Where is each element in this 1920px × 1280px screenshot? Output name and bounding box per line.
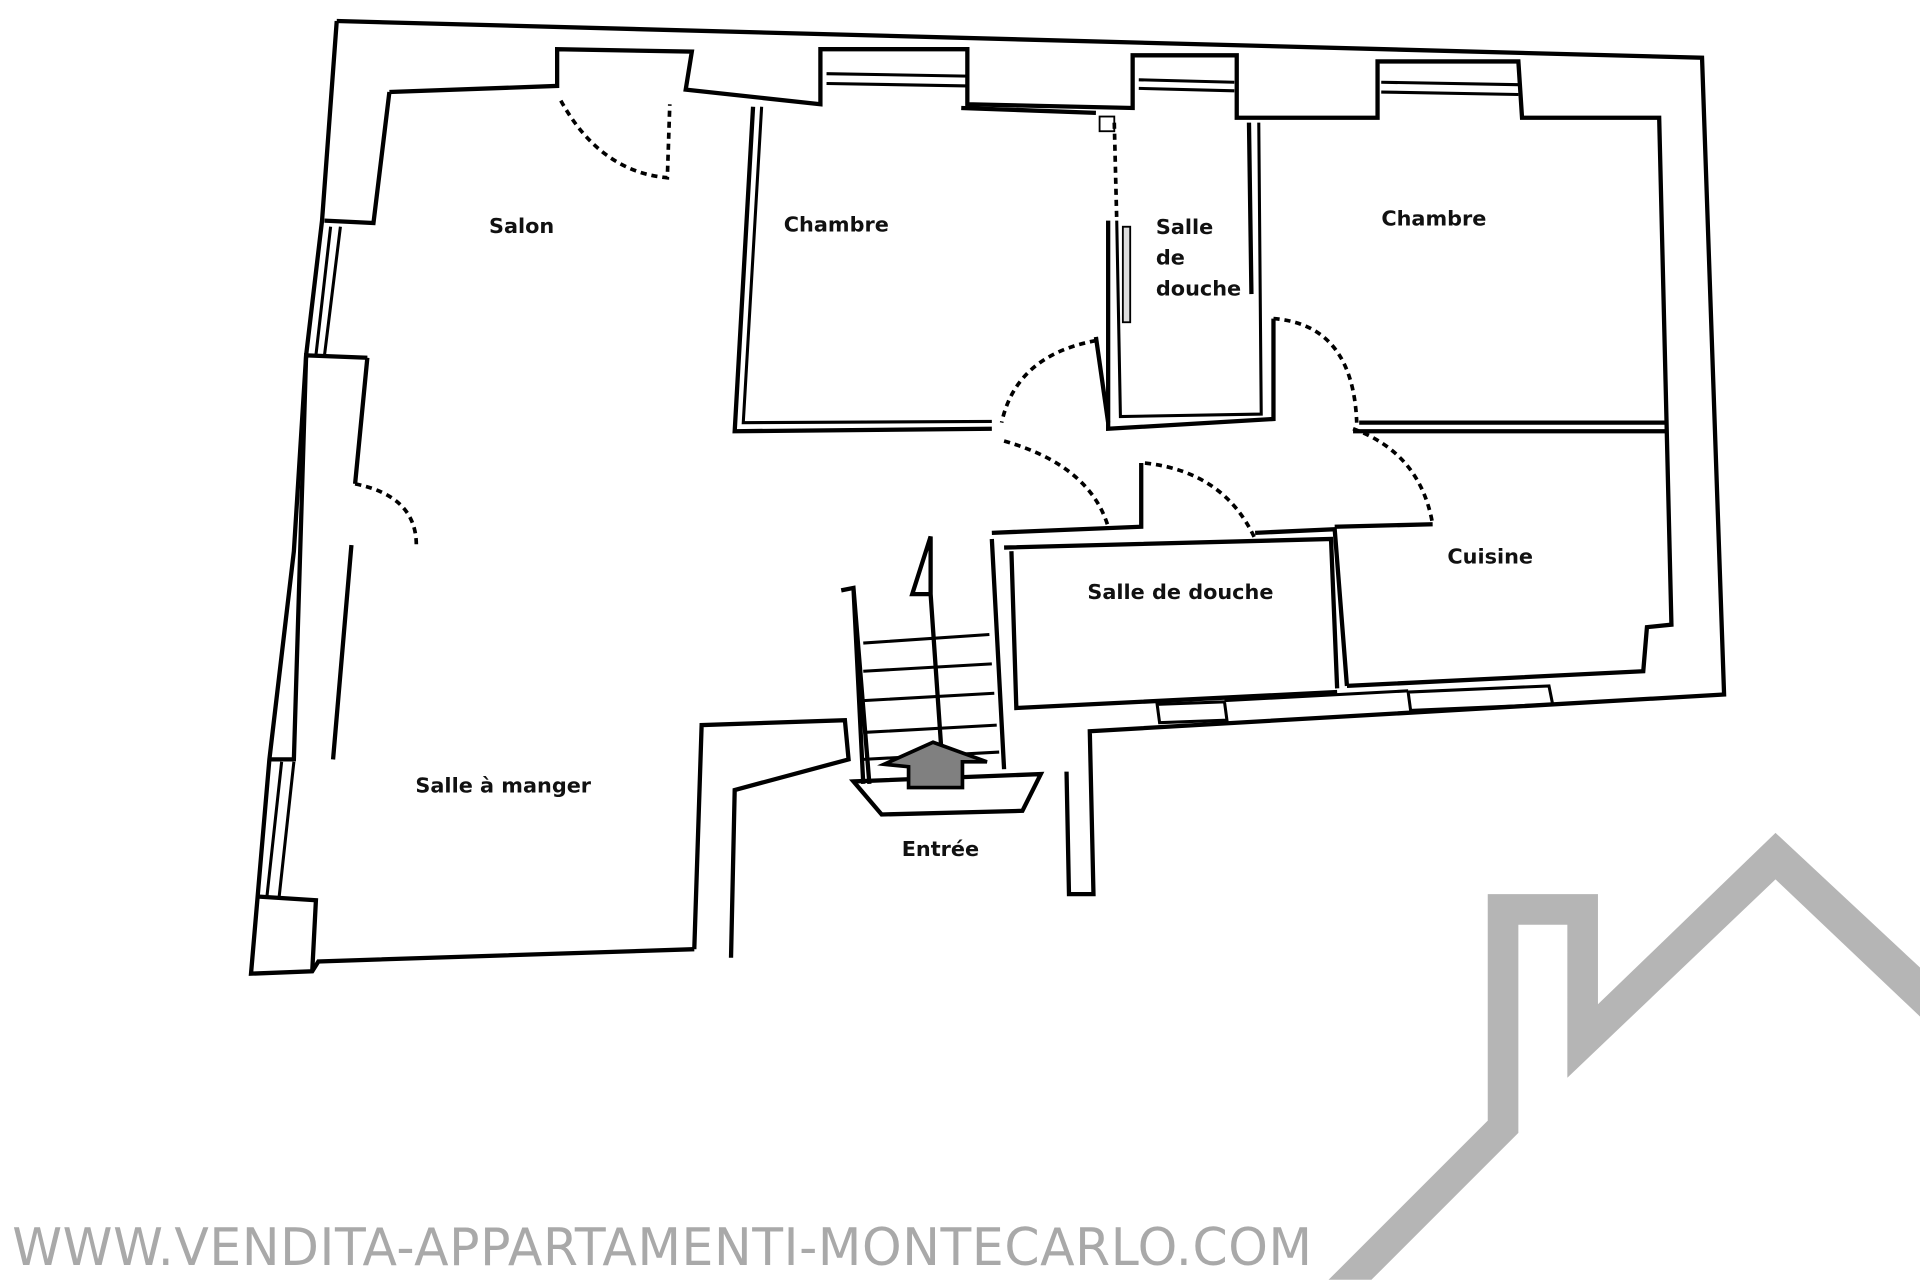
outer-walls [248, 18, 1727, 976]
room-label-cuisine: Cuisine [1447, 544, 1533, 568]
room-label-salle-a-manger: Salle à manger [415, 773, 591, 797]
room-label-salle-de-douche-2: Salle de douche [1087, 580, 1273, 604]
watermark-url: WWW.VENDITA-APPARTAMENTI-MONTECARLO.COM [12, 1218, 1312, 1278]
room-label-salle-de-douche-1-line3: douche [1156, 276, 1241, 300]
door-swings [354, 99, 1435, 546]
room-label-chambre-2: Chambre [1381, 207, 1486, 231]
room-label-entree: Entrée [902, 837, 979, 861]
entrance-arrow [877, 740, 988, 790]
house-logo [1328, 832, 1920, 1280]
room-label-salle-de-douche-1-line2: de [1156, 246, 1185, 270]
room-label-salle-de-douche-1-line1: Salle [1156, 215, 1213, 239]
room-label-chambre-1: Chambre [784, 213, 889, 237]
room-label-salon: Salon [489, 214, 554, 238]
staircase [840, 535, 1045, 817]
interior-walls [732, 105, 1668, 770]
